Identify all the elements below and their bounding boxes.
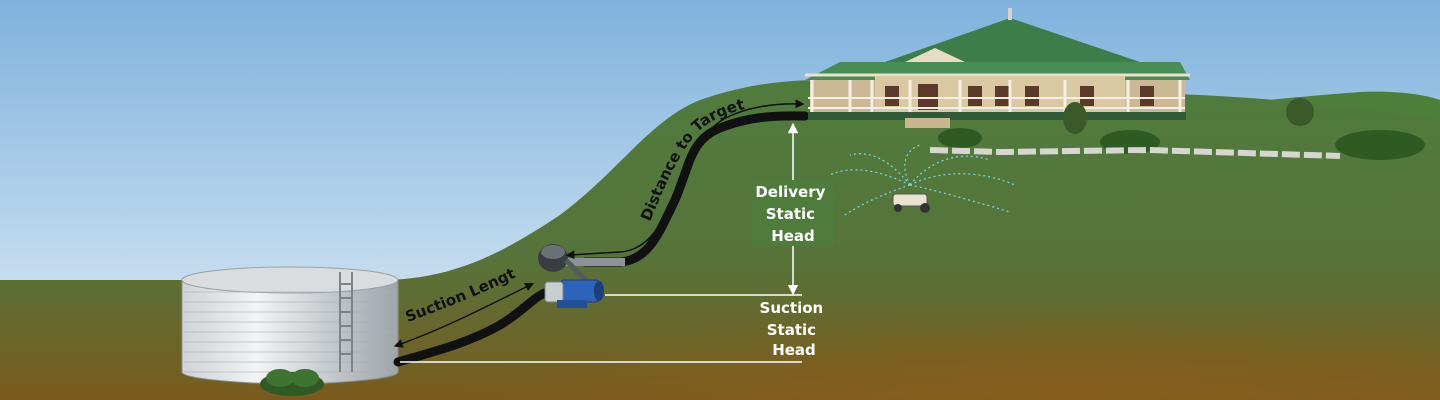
distance-arrow — [565, 99, 805, 260]
suction-length-arrow — [393, 282, 535, 348]
sprinkler-spray — [829, 144, 1016, 216]
delivery-static-head-label: Delivery Static Head — [755, 183, 830, 245]
bush — [260, 369, 324, 396]
ground-brown-patch — [400, 250, 1440, 400]
suction-static-head-label: Suction Static Head — [760, 299, 829, 359]
ride-on-mower — [892, 193, 930, 213]
pump — [538, 244, 604, 308]
house — [805, 8, 1190, 128]
water-tank — [181, 266, 399, 385]
tank-ladder — [339, 272, 353, 372]
garden — [929, 98, 1425, 160]
delivery-label-bg — [752, 180, 834, 246]
